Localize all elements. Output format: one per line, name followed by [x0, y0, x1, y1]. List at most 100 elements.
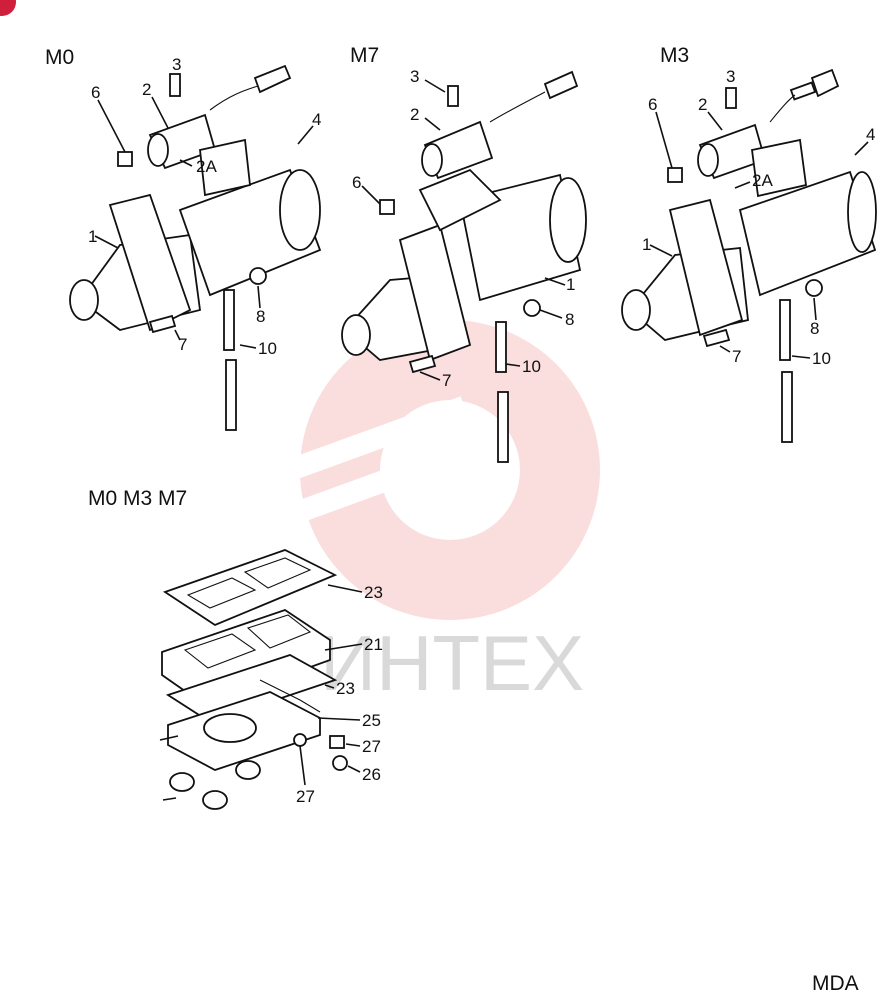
starter-end-m7 [341, 314, 371, 356]
m3-label-4: 4 [866, 125, 875, 144]
wire-m0 [209, 85, 259, 111]
starter-motor-m7 [458, 173, 582, 302]
intake-label-26: 26 [362, 765, 381, 784]
gasket-23-lower [165, 654, 338, 723]
m7-label-8: 8 [565, 310, 574, 329]
intake-label-27-right: 27 [362, 737, 381, 756]
starter-end-m0 [69, 279, 99, 321]
view-m7: M7 3 2 6 1 8 7 10 [341, 44, 587, 463]
connector-sleeve-m3 [789, 81, 817, 101]
m0-label-2a: 2A [196, 157, 217, 176]
view-intake-heater: M0 M3 M7 23 21 23 25 27 [88, 487, 383, 810]
connector-m3 [810, 68, 840, 98]
stud-7-m0 [148, 314, 177, 334]
m0-label-1: 1 [88, 227, 97, 246]
intake-flange-port [203, 713, 257, 743]
stud-7-m3 [702, 328, 731, 348]
starter-motor-cap-m7 [549, 177, 587, 263]
view-title-m0: M0 [45, 46, 74, 69]
m3-label-2a: 2A [752, 171, 773, 190]
m3-label-3: 3 [726, 67, 735, 86]
heater-21-grid-2 [246, 614, 312, 649]
view-m3: M3 6 2 3 4 2A 1 8 7 10 [621, 44, 877, 443]
intake-pipe-2 [169, 772, 195, 792]
watermark-text: ИНТЕХ [320, 619, 584, 707]
solenoid-end-m3 [697, 143, 719, 177]
heater-wire [259, 679, 321, 713]
intake-pipe-1 [235, 760, 261, 780]
m3-label-1: 1 [642, 235, 651, 254]
m3-label-7: 7 [732, 347, 741, 366]
footer-code: MDA [812, 972, 859, 995]
m7-label-2: 2 [410, 105, 419, 124]
nut-8-m7 [523, 299, 541, 317]
watermark-gear-logo [272, 320, 600, 620]
cable-10a-m7 [495, 321, 507, 373]
terminal-27a [293, 733, 307, 747]
solenoid-end-m7 [421, 143, 443, 177]
starter-motor-cap-m3 [847, 171, 877, 253]
intake-label-27-bottom: 27 [296, 787, 315, 806]
m0-label-8: 8 [256, 307, 265, 326]
m7-label-3: 3 [410, 67, 419, 86]
cable-10a-m0 [223, 289, 235, 351]
m7-label-1: 1 [566, 275, 575, 294]
bolt-3-m7 [447, 85, 459, 107]
bolt-6-m0 [117, 151, 133, 167]
view-title-m3: M3 [660, 44, 689, 67]
m3-label-10: 10 [812, 349, 831, 368]
mounting-flange-m7 [398, 223, 472, 362]
connector-m7 [543, 70, 579, 100]
m0-label-6: 6 [91, 83, 100, 102]
solenoid-body-m3 [750, 138, 808, 198]
bolt-6-m3 [667, 167, 683, 183]
stud-7-m7 [408, 354, 437, 374]
nut-8-m0 [249, 267, 267, 285]
m7-label-6: 6 [352, 173, 361, 192]
intake-label-21: 21 [364, 635, 383, 654]
m3-label-2: 2 [698, 95, 707, 114]
cable-10b-m7 [497, 391, 509, 463]
drive-housing-m7 [418, 168, 502, 232]
nut-27b [329, 735, 345, 749]
starter-motor-cap-m0 [279, 169, 321, 251]
wire-m7 [489, 91, 546, 123]
m3-label-8: 8 [810, 319, 819, 338]
cable-10a-m3 [779, 299, 791, 361]
view-title-m7: M7 [350, 44, 379, 67]
starter-end-m3 [621, 289, 651, 331]
m7-label-7: 7 [442, 371, 451, 390]
view-m0: M0 6 2 3 2A 4 1 8 7 10 [45, 46, 321, 431]
m0-label-2: 2 [142, 80, 151, 99]
gasket-23-top-opening-2 [243, 557, 312, 589]
wire-m3 [769, 94, 796, 123]
gasket-23-top-opening-1 [186, 577, 257, 609]
bolt-3-m0 [169, 73, 181, 97]
cable-10b-m3 [781, 371, 793, 443]
heater-21-grid-1 [183, 633, 257, 669]
solenoid-body-m0 [199, 138, 251, 197]
intake-label-25: 25 [362, 711, 381, 730]
cable-10b-m0 [225, 359, 237, 431]
m3-label-6: 6 [648, 95, 657, 114]
intake-pipe-3 [202, 790, 228, 810]
starter-motor-m3 [738, 170, 877, 297]
bolt-6-m7 [379, 199, 395, 215]
solenoid-end-m0 [147, 133, 169, 167]
intake-label-23-top: 23 [364, 583, 383, 602]
mounting-flange-m3 [668, 198, 744, 337]
connector-m0 [253, 64, 292, 94]
mounting-flange-m0 [108, 193, 192, 332]
m7-label-10: 10 [522, 357, 541, 376]
m0-label-3: 3 [172, 55, 181, 74]
nut-26 [332, 755, 348, 771]
m0-label-4: 4 [312, 110, 321, 129]
view-title-intake: M0 M3 M7 [88, 487, 187, 510]
m0-label-10: 10 [258, 339, 277, 358]
intake-label-23-lower: 23 [336, 679, 355, 698]
heater-21 [161, 609, 331, 707]
m0-label-7: 7 [178, 335, 187, 354]
bolt-3-m3 [725, 87, 737, 109]
nut-8-m3 [805, 279, 823, 297]
